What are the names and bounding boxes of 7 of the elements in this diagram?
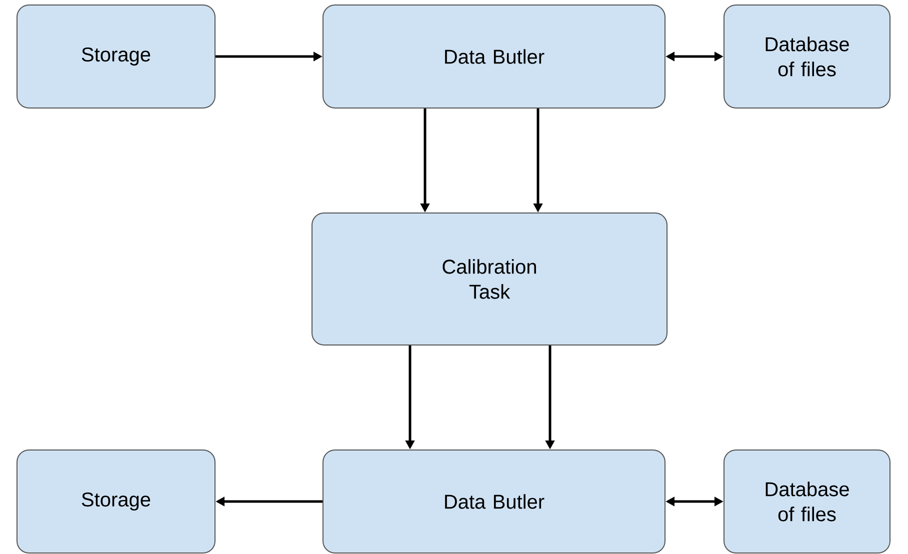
- process-box: Database of files: [724, 4, 890, 108]
- process-box: Storage: [16, 450, 216, 554]
- process-box: Storage: [16, 4, 216, 108]
- process-box: Data Butler: [322, 450, 666, 554]
- process-box: Data Butler: [322, 4, 666, 108]
- process-box: Calibration Task: [312, 212, 668, 346]
- process-box: Database of files: [724, 450, 890, 554]
